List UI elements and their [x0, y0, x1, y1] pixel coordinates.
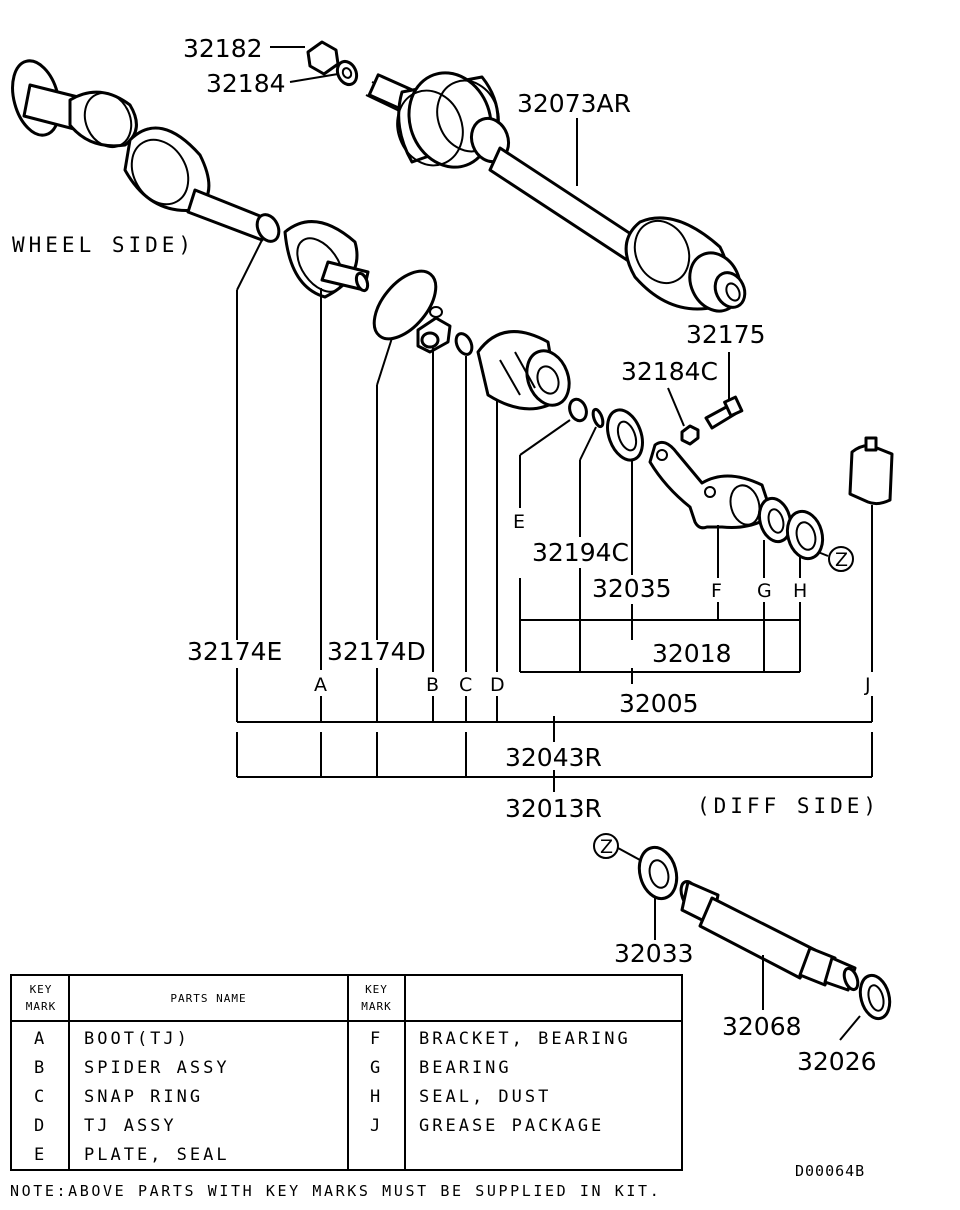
table-row-name: SPIDER ASSY — [84, 1058, 230, 1078]
oil-seal-32035 — [606, 408, 644, 462]
label-32068: 32068 — [722, 1012, 802, 1041]
lock-nut-and-washer — [306, 40, 359, 87]
table-row-name: BEARING — [419, 1058, 512, 1078]
key-mark-F: F — [711, 580, 722, 602]
label-32175: 32175 — [686, 320, 766, 349]
label-32043R: 32043R — [505, 743, 602, 772]
table-row-mark: J — [370, 1116, 384, 1136]
key-mark-B: B — [426, 674, 439, 696]
table-row-mark: E — [34, 1145, 48, 1165]
bearing-bracket — [648, 440, 774, 530]
header-parts-name: PARTS NAME — [170, 992, 247, 1005]
part-labels: 32182 32184 32073AR WHEEL SIDE) 32175 32… — [12, 34, 880, 1076]
snap-ring — [454, 332, 474, 356]
label-diff-side: (DIFF SIDE) — [697, 794, 880, 818]
label-32033: 32033 — [614, 939, 694, 968]
label-32005: 32005 — [619, 689, 699, 718]
key-mark-C: C — [459, 674, 472, 696]
table-header-row — [12, 976, 681, 1022]
table-row-name: SNAP RING — [84, 1087, 204, 1107]
drawing-code: D00064B — [795, 1162, 866, 1180]
label-32194C: 32194C — [532, 538, 629, 567]
table-row-name: SEAL, DUST — [419, 1087, 552, 1107]
label-32013R: 32013R — [505, 794, 602, 823]
label-32073AR: 32073AR — [517, 89, 631, 118]
dust-seal — [785, 509, 825, 561]
kit-note: NOTE:ABOVE PARTS WITH KEY MARKS MUST BE … — [10, 1182, 662, 1200]
header-key-mark: KEY MARK — [361, 983, 392, 1013]
table-row-mark: F — [370, 1029, 384, 1049]
drive-shaft-wheel-side — [11, 59, 370, 299]
key-mark-A: A — [314, 674, 327, 696]
label-32018: 32018 — [652, 639, 732, 668]
key-mark-D: D — [490, 674, 505, 696]
plate-seal — [568, 397, 588, 423]
snap-ring-32194C — [591, 407, 605, 429]
bearing — [757, 496, 793, 544]
table-row-name: BRACKET, BEARING — [419, 1029, 631, 1049]
oil-seal-32033 — [637, 845, 679, 901]
drive-shaft-assembly-upper — [365, 71, 747, 313]
label-wheel-side: WHEEL SIDE) — [12, 233, 195, 257]
tj-assembly — [476, 330, 571, 411]
z-mark-upper: Z — [835, 549, 848, 571]
table-row-mark: B — [34, 1058, 48, 1078]
snap-ring-32026 — [858, 973, 892, 1021]
label-32174D: 32174D — [327, 637, 426, 666]
label-32184: 32184 — [206, 69, 286, 98]
grease-package — [848, 436, 894, 506]
leader-lines — [236, 46, 873, 1041]
key-mark-table: KEY MARK PARTS NAME KEY MARK A BOOT(TJ) … — [10, 974, 683, 1171]
label-32174E: 32174E — [187, 637, 282, 666]
label-32035: 32035 — [592, 574, 672, 603]
header-key-mark: KEY MARK — [25, 983, 57, 1013]
spider-assembly — [416, 306, 452, 354]
table-row-mark: G — [370, 1058, 384, 1078]
z-mark-circle — [593, 833, 619, 859]
key-mark-G: G — [757, 580, 772, 602]
table-row-name: GREASE PACKAGE — [419, 1116, 605, 1136]
bolt-and-nut — [680, 395, 744, 446]
key-mark-E: E — [513, 511, 525, 533]
table-row-mark: C — [34, 1087, 48, 1107]
key-mark-J: J — [864, 674, 871, 696]
z-mark-lower: Z — [600, 836, 613, 858]
table-row-name: BOOT(TJ) — [84, 1029, 190, 1049]
table-row-mark: A — [34, 1029, 48, 1049]
table-row-mark: D — [34, 1116, 48, 1136]
key-mark-H: H — [793, 580, 807, 602]
label-32026: 32026 — [797, 1047, 877, 1076]
boot-band-32174D — [372, 269, 438, 341]
inner-shaft-32068 — [679, 880, 860, 992]
table-row-name: PLATE, SEAL — [84, 1145, 230, 1165]
label-32182: 32182 — [183, 34, 263, 63]
table-row-name: TJ ASSY — [84, 1116, 177, 1136]
label-32184C: 32184C — [621, 357, 718, 386]
z-mark-circle — [828, 546, 854, 572]
table-row-mark: H — [370, 1087, 384, 1107]
